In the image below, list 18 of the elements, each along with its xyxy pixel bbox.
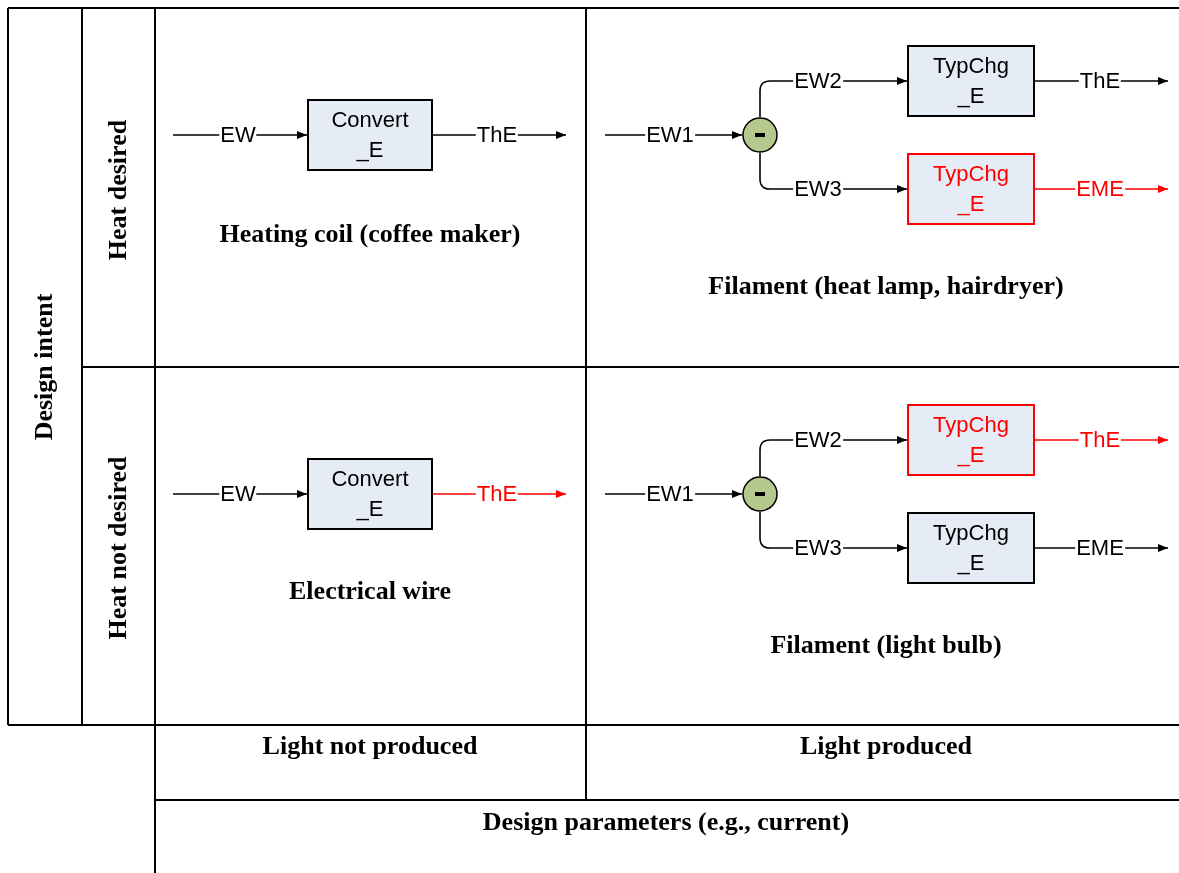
column-group-heading: Design parameters (e.g., current) [482, 807, 850, 837]
junction-circle [742, 476, 778, 512]
caption: Electrical wire [289, 576, 451, 606]
function-box: TypChg _E [907, 512, 1035, 584]
function-box: TypChg _E [907, 45, 1035, 117]
row-group-heading: Design intent [29, 293, 59, 441]
caption: Heating coil (coffee maker) [219, 219, 521, 249]
row-heading: Heat not desired [103, 456, 133, 640]
function-box: TypChg _E [907, 153, 1035, 225]
junction-circle [742, 117, 778, 153]
caption: Filament (heat lamp, hairdryer) [708, 271, 1064, 301]
column-heading: Light produced [799, 731, 973, 761]
function-box: Convert _E [307, 458, 433, 530]
row-heading: Heat desired [103, 119, 133, 261]
caption: Filament (light bulb) [770, 630, 1002, 660]
column-heading: Light not produced [262, 731, 478, 761]
function-box: Convert _E [307, 99, 433, 171]
function-box: TypChg _E [907, 404, 1035, 476]
